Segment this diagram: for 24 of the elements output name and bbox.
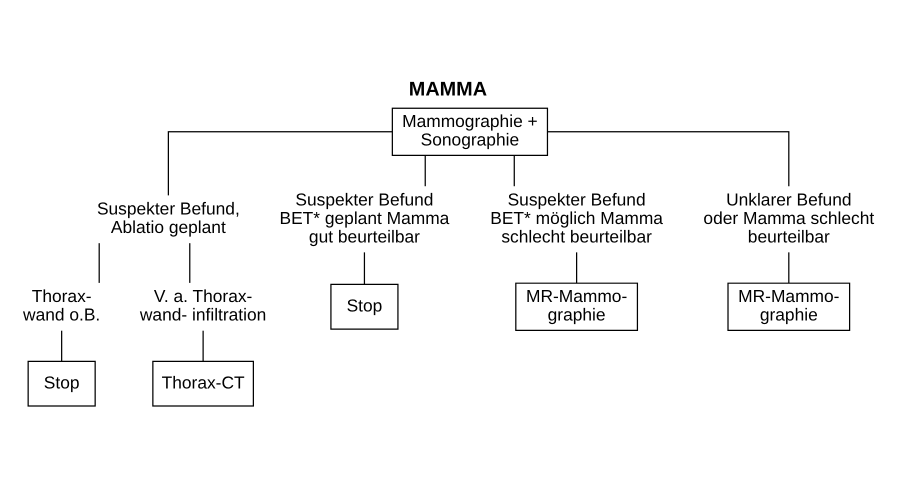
node-text: Suspekter Befund BET* geplant Mamma gut beurteilbar — [280, 188, 450, 246]
node-box: Stop — [330, 283, 399, 330]
node-box: MR-Mammo- graphie — [727, 282, 850, 330]
node-text: Suspekter Befund, Ablatio geplant — [96, 198, 240, 237]
node-box: Thorax-CT — [152, 360, 254, 406]
node-box: Mammographie + Sonographie — [392, 107, 548, 156]
connector — [788, 252, 790, 283]
diagram-title: MAMMA — [408, 78, 488, 100]
node-box: Stop — [28, 360, 96, 406]
connector — [189, 242, 190, 282]
node-text: Suspekter Befund BET* möglich Mamma schlecht beurteilbar — [490, 188, 663, 246]
connector — [576, 252, 578, 283]
connector — [202, 330, 204, 361]
connector — [424, 155, 426, 186]
node-text: V. a. Thorax- wand- infiltration — [140, 286, 266, 324]
connector — [514, 155, 515, 186]
connector — [364, 252, 366, 284]
connector — [548, 130, 790, 186]
node-text: Unklarer Befund oder Mamma schlecht beurteilbar — [703, 188, 874, 246]
connector — [98, 242, 100, 282]
connector — [168, 130, 392, 195]
connector — [61, 330, 62, 361]
node-text: Thorax- wand o.B. — [23, 286, 100, 324]
node-box: MR-Mammo- graphie — [515, 282, 638, 330]
